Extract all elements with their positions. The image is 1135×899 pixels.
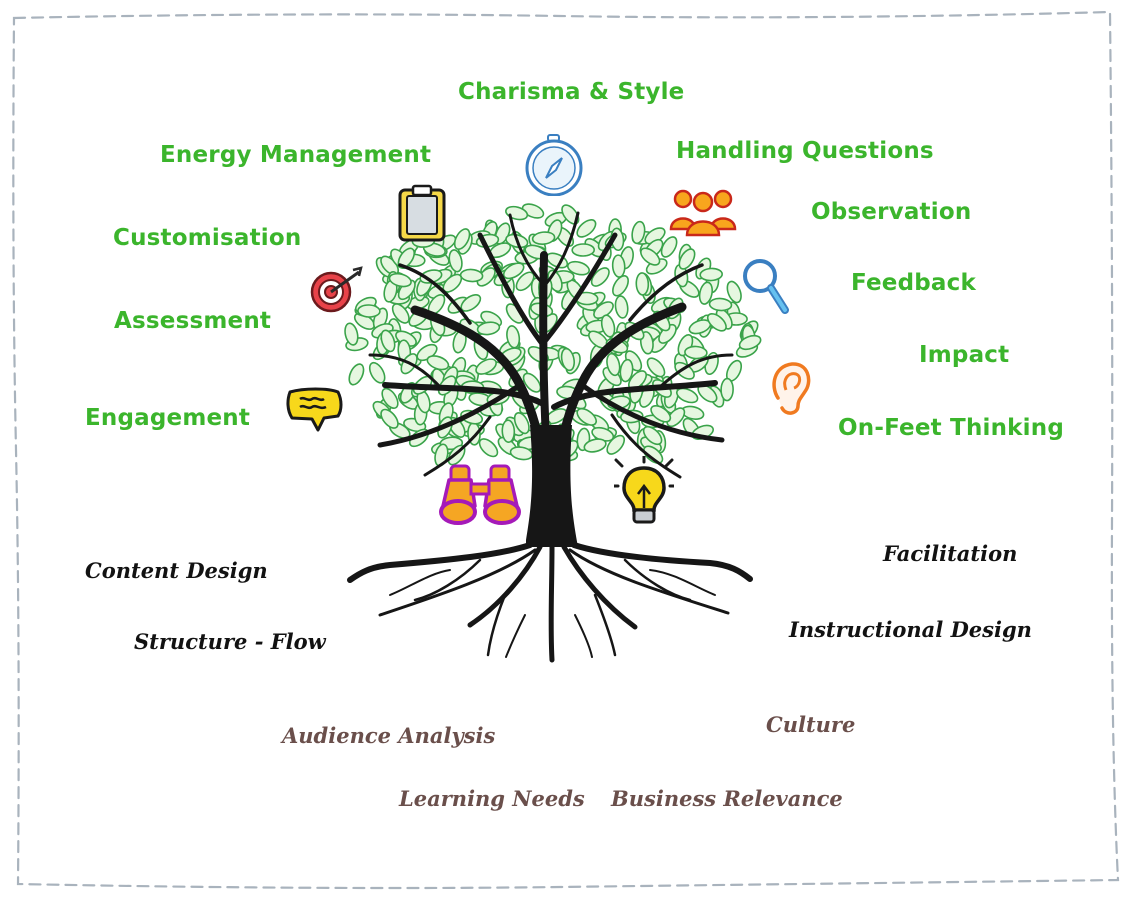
leaf xyxy=(646,357,666,378)
leaf xyxy=(453,228,471,251)
target-icon xyxy=(310,266,363,313)
leaf xyxy=(614,295,629,319)
leaf xyxy=(391,303,410,324)
leaf xyxy=(698,281,713,305)
people-group-icon xyxy=(669,189,737,237)
leaf xyxy=(640,247,661,266)
leaf xyxy=(476,321,501,336)
leaf xyxy=(612,275,629,297)
leaf xyxy=(502,262,525,280)
leaf xyxy=(720,377,734,402)
leaf xyxy=(501,419,516,443)
label-handling-questions: Handling Questions xyxy=(676,138,934,164)
leaf xyxy=(660,236,678,258)
leaf xyxy=(676,387,699,404)
label-audience-analysis: Audience Analysis xyxy=(282,723,496,748)
leaf xyxy=(606,434,626,455)
leaf xyxy=(590,267,610,287)
label-engagement: Engagement xyxy=(85,405,251,431)
leaf xyxy=(426,355,450,371)
leaf xyxy=(561,204,580,225)
leaf xyxy=(380,408,399,429)
leaf xyxy=(448,249,463,273)
leaf xyxy=(635,272,650,296)
label-business-relevance: Business Relevance xyxy=(611,786,843,811)
leaf xyxy=(699,267,723,282)
leaf xyxy=(357,304,381,318)
leaf xyxy=(678,248,696,270)
leaf xyxy=(606,352,621,377)
label-impact: Impact xyxy=(919,342,1010,368)
label-culture: Culture xyxy=(766,712,856,737)
leaf xyxy=(560,347,575,372)
leaf xyxy=(706,312,727,332)
label-charisma-style: Charisma & Style xyxy=(458,79,685,105)
leaf xyxy=(381,387,399,409)
leaf xyxy=(642,425,663,446)
label-structure-flow: Structure - Flow xyxy=(134,629,326,654)
leaf xyxy=(459,268,484,283)
lightbulb-icon xyxy=(614,456,674,524)
label-customisation: Customisation xyxy=(113,225,302,251)
leaf xyxy=(611,254,626,278)
leaf xyxy=(576,407,597,426)
leaf xyxy=(475,358,497,375)
tree-trunk xyxy=(526,425,578,547)
speech-bubble-icon xyxy=(286,387,343,432)
clipboard-icon xyxy=(398,184,446,242)
compass-icon xyxy=(525,134,583,196)
leaf xyxy=(531,231,556,245)
leaf xyxy=(397,247,416,269)
binoculars-icon xyxy=(439,464,521,525)
label-feedback: Feedback xyxy=(851,270,976,296)
label-content-design: Content Design xyxy=(85,558,268,583)
leaf xyxy=(600,314,616,338)
label-energy-management: Energy Management xyxy=(160,142,432,168)
leaf xyxy=(708,297,733,312)
tree-roots xyxy=(347,542,753,663)
label-learning-needs: Learning Needs xyxy=(399,786,585,811)
label-instructional-design: Instructional Design xyxy=(789,617,1032,642)
leaf xyxy=(684,345,708,360)
leaf xyxy=(522,372,542,393)
leaf xyxy=(666,407,686,428)
leaf xyxy=(738,334,762,351)
leaf xyxy=(348,363,365,386)
leaf xyxy=(571,243,595,257)
label-facilitation: Facilitation xyxy=(883,541,1018,566)
leaf xyxy=(726,280,742,304)
label-assessment: Assessment xyxy=(114,308,272,334)
label-observation: Observation xyxy=(811,199,972,225)
leaf xyxy=(368,361,386,384)
leaf xyxy=(583,438,607,453)
leaf xyxy=(513,412,530,435)
leaf xyxy=(576,219,597,238)
leaf xyxy=(631,220,646,245)
magnifier-icon xyxy=(743,259,789,314)
label-on-feet-thinking: On-Feet Thinking xyxy=(838,415,1064,441)
ear-icon xyxy=(772,362,811,415)
leaf xyxy=(478,438,499,458)
leaf xyxy=(643,445,664,464)
leaf xyxy=(619,358,634,383)
leaf xyxy=(566,260,591,276)
leaf xyxy=(388,272,412,288)
leaf xyxy=(380,329,396,353)
tree-illustration xyxy=(344,203,762,663)
leaf xyxy=(650,405,672,423)
leaf xyxy=(344,322,359,346)
